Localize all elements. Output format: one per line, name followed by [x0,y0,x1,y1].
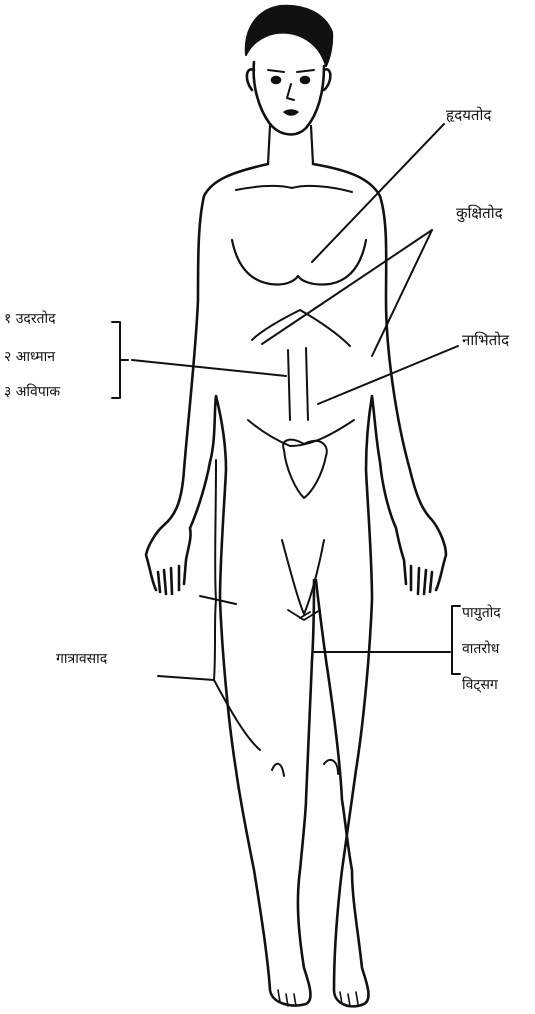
label-avipaka: ३ अविपाक [4,385,60,399]
leader-gatra-up [214,460,216,680]
leader-udara [132,360,286,376]
label-hridaya-tod: हृदयतोद [446,108,491,123]
leader-lines [112,124,460,750]
leader-gatra-down [214,680,260,750]
bracket-payu [452,606,460,674]
body-outline-right [313,164,446,1006]
label-udara-tod: १ उदरतोद [4,312,56,326]
leader-kukshi-left [262,230,432,344]
label-adhmana: २ आध्मान [4,350,55,364]
label-vit-sanga: विट्सग [462,678,498,692]
label-vata-rodha: वातरोध [462,642,499,656]
label-nabhi-tod: नाभितोद [462,333,509,348]
neck [268,126,313,164]
label-gatra-avasad: गात्रावसाद [56,652,107,666]
label-payu-tod: पायुतोद [462,606,501,620]
groin [283,440,327,498]
leader-kukshi-right [372,230,432,356]
label-kukshi-tod: कुक्षितोद [456,206,503,221]
body-outline-left [146,164,314,1005]
hair [246,6,332,66]
human-figure [146,6,446,1007]
leader-gatra-main [158,676,214,680]
bracket-udara [112,322,128,398]
leader-hridaya [312,124,444,262]
leader-gatra-branch [200,596,236,604]
